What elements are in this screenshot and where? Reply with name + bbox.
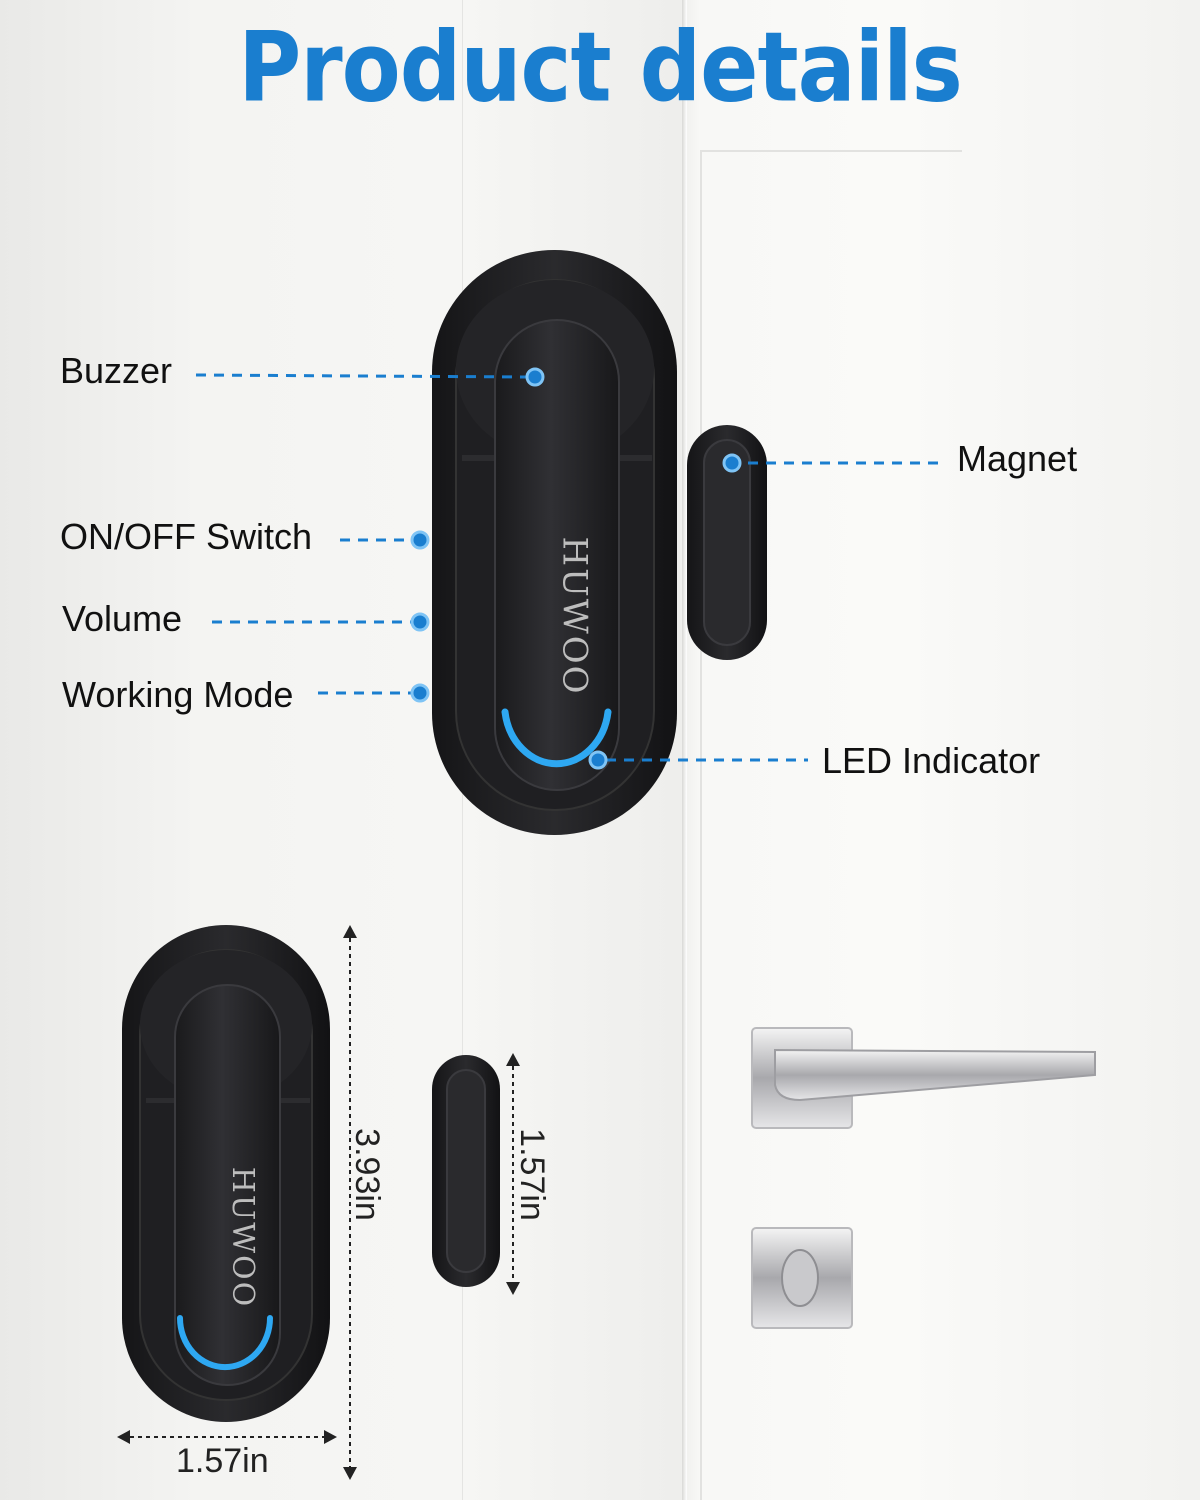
small-magnet (432, 1055, 500, 1287)
callout-dots (410, 367, 742, 770)
dimension-sensor-height: 3.93in (347, 1128, 386, 1221)
label-magnet: Magnet (957, 438, 1078, 479)
main-sensor (432, 250, 677, 835)
label-working-mode: Working Mode (62, 674, 294, 715)
small-sensor (122, 925, 330, 1422)
dimension-magnet-height: 1.57in (512, 1128, 551, 1221)
arrow-heads (117, 925, 520, 1480)
brand-logo: HUWOO (554, 536, 595, 696)
door-edge (682, 0, 687, 1500)
dimension-arrows (122, 930, 514, 1475)
dimension-sensor-width: 1.57in (176, 1442, 269, 1480)
main-magnet (687, 425, 767, 660)
page-title: Product details (238, 12, 963, 124)
door-handle (751, 1027, 1096, 1329)
door-panel (700, 150, 962, 1500)
brand-logo-small: HUWOO (225, 1166, 261, 1309)
label-led-indicator: LED Indicator (822, 740, 1041, 781)
label-on-off-switch: ON/OFF Switch (60, 516, 313, 557)
label-volume: Volume (62, 598, 183, 639)
callout-lines (195, 373, 940, 762)
label-buzzer: Buzzer (60, 350, 173, 391)
